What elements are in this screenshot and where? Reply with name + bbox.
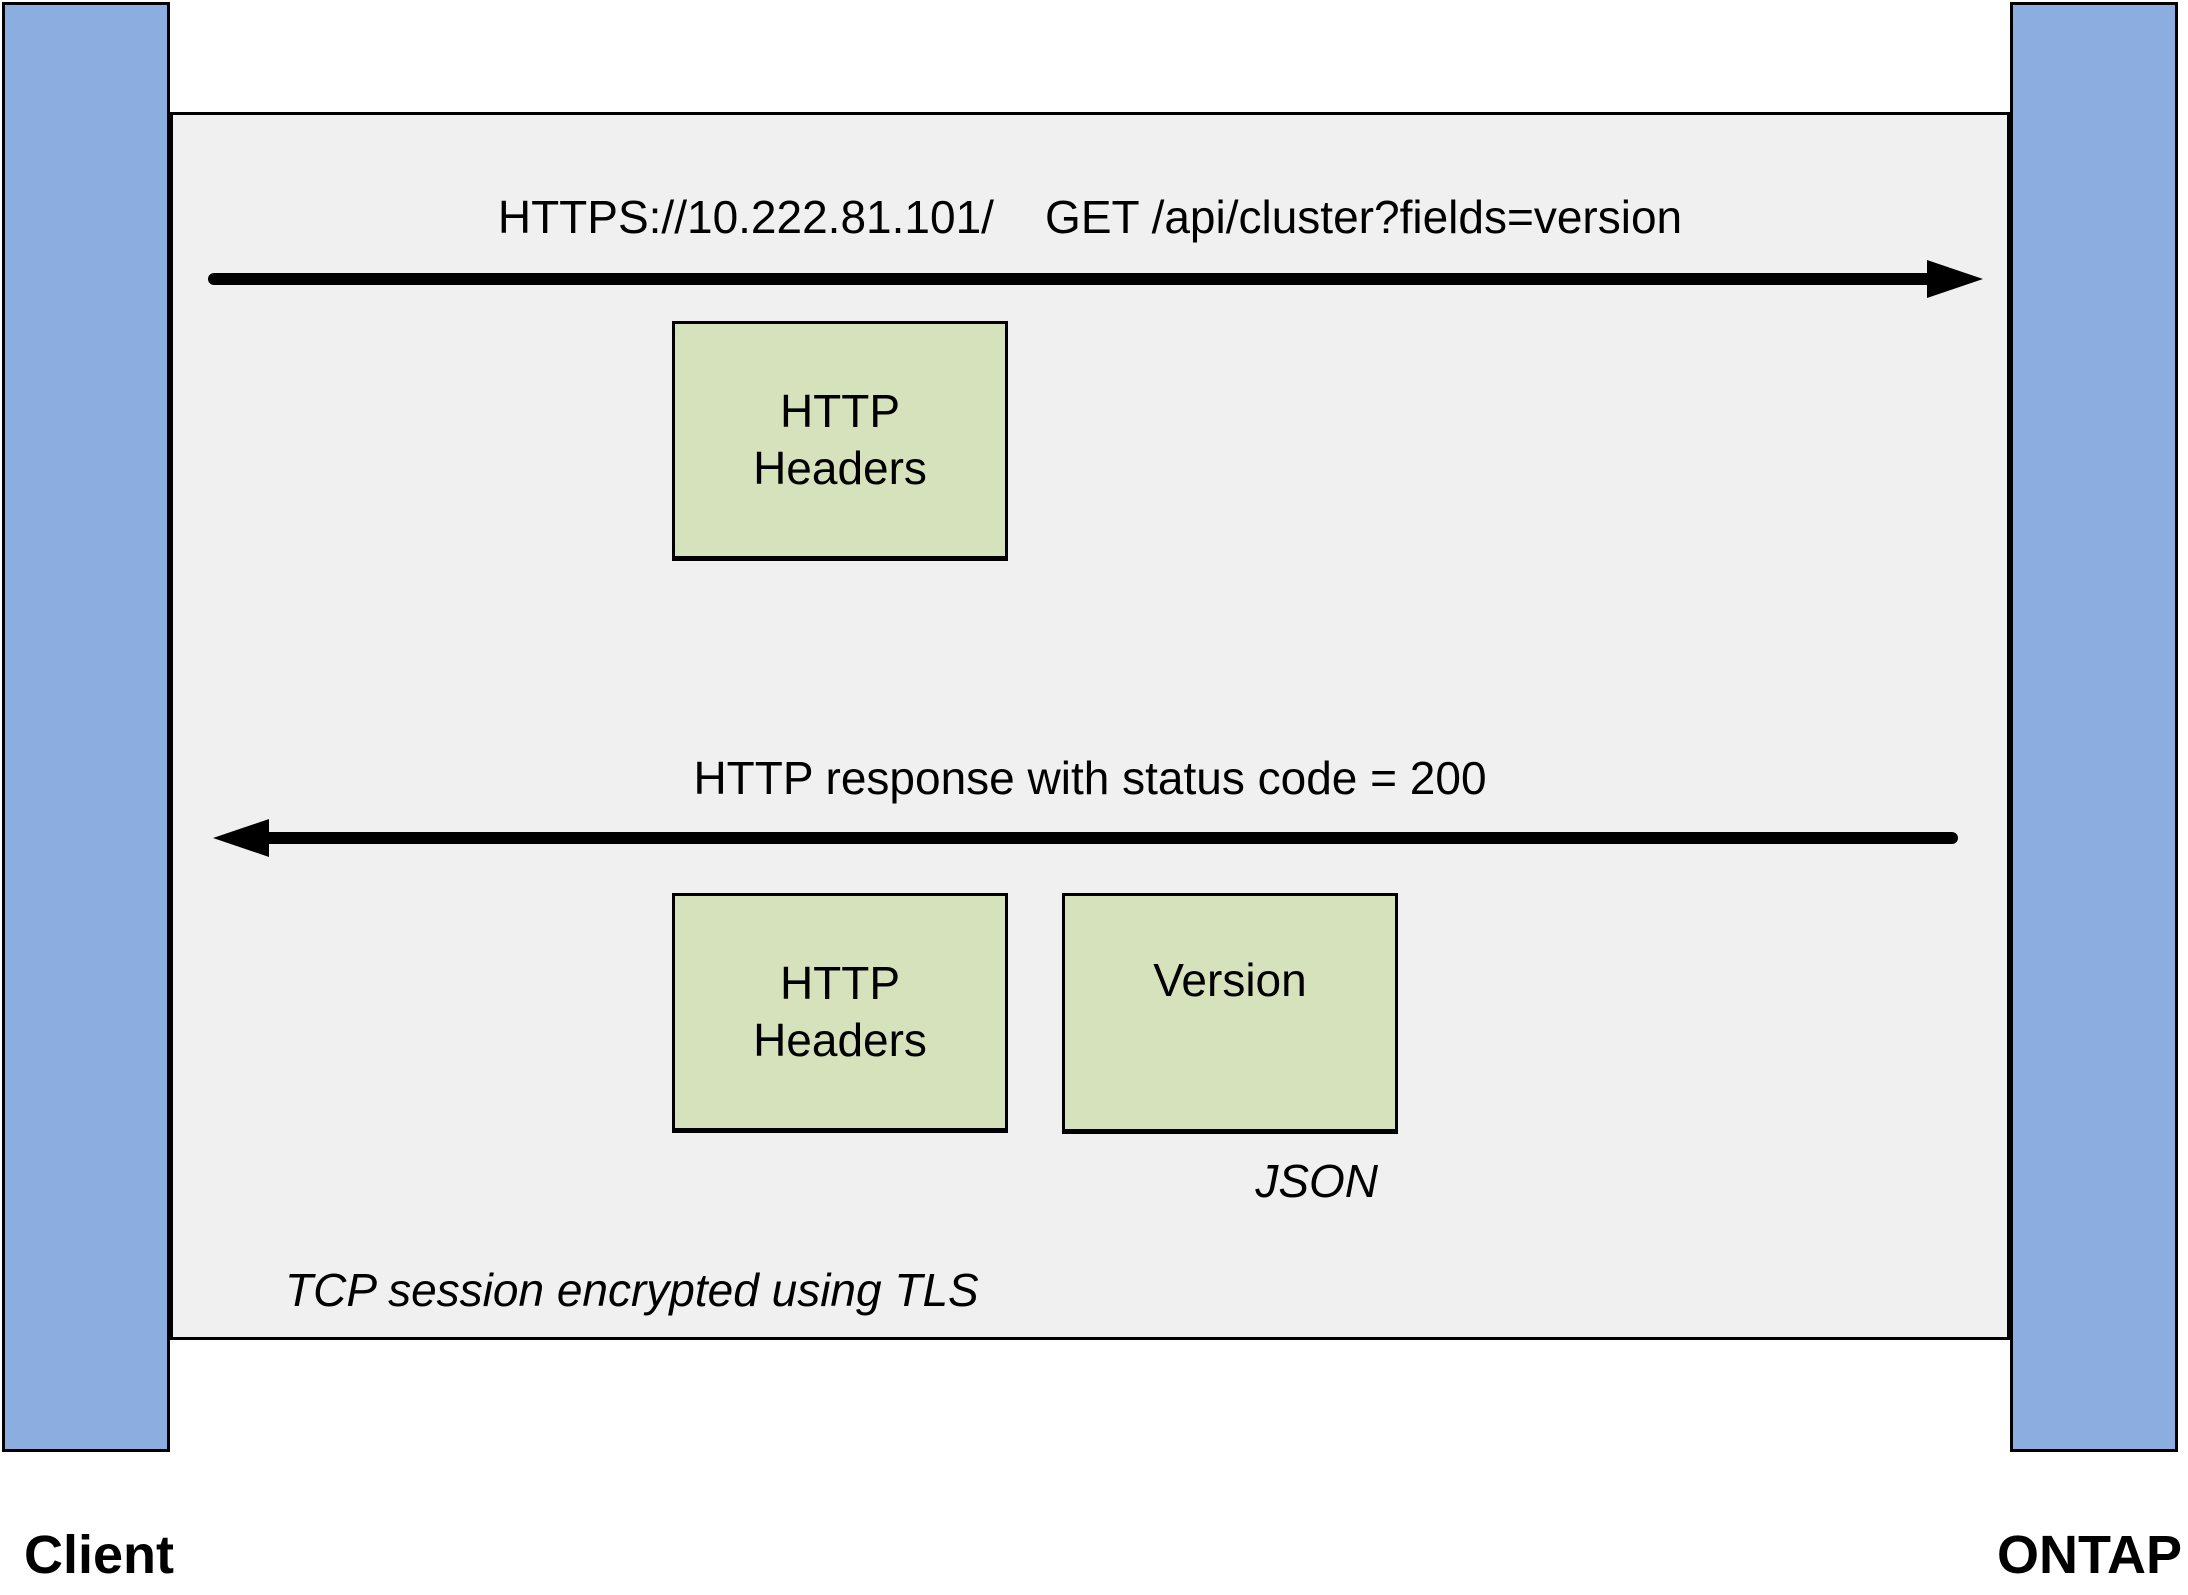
tls-session-region xyxy=(170,112,2010,1340)
ontap-actor-label: ONTAP xyxy=(1997,1525,2182,1585)
response-arrowhead-icon xyxy=(213,819,269,857)
ontap-lifeline xyxy=(2010,2,2178,1452)
request-http-headers-line2: Headers xyxy=(753,442,927,494)
response-http-headers-line1: HTTP xyxy=(779,957,901,1009)
request-message-label: HTTPS://10.222.81.101/ GET /api/cluster?… xyxy=(497,191,1683,243)
client-actor-label: Client xyxy=(24,1525,175,1585)
response-version-box: Version xyxy=(1062,893,1398,1132)
json-format-label: JSON xyxy=(1255,1155,1378,1207)
request-http-headers-line1: HTTP xyxy=(779,385,901,437)
response-http-headers-line2: Headers xyxy=(753,1014,927,1066)
response-message-label: HTTP response with status code = 200 xyxy=(693,752,1487,804)
request-http-headers-box: HTTP Headers xyxy=(672,321,1008,559)
request-arrowhead-icon xyxy=(1927,260,1983,298)
response-http-headers-box: HTTP Headers xyxy=(672,893,1008,1131)
tls-session-label: TCP session encrypted using TLS xyxy=(285,1264,979,1316)
response-version-label: Version xyxy=(1153,954,1307,1006)
client-lifeline xyxy=(2,2,170,1452)
response-arrow xyxy=(266,832,1958,844)
request-arrow xyxy=(208,273,1933,285)
